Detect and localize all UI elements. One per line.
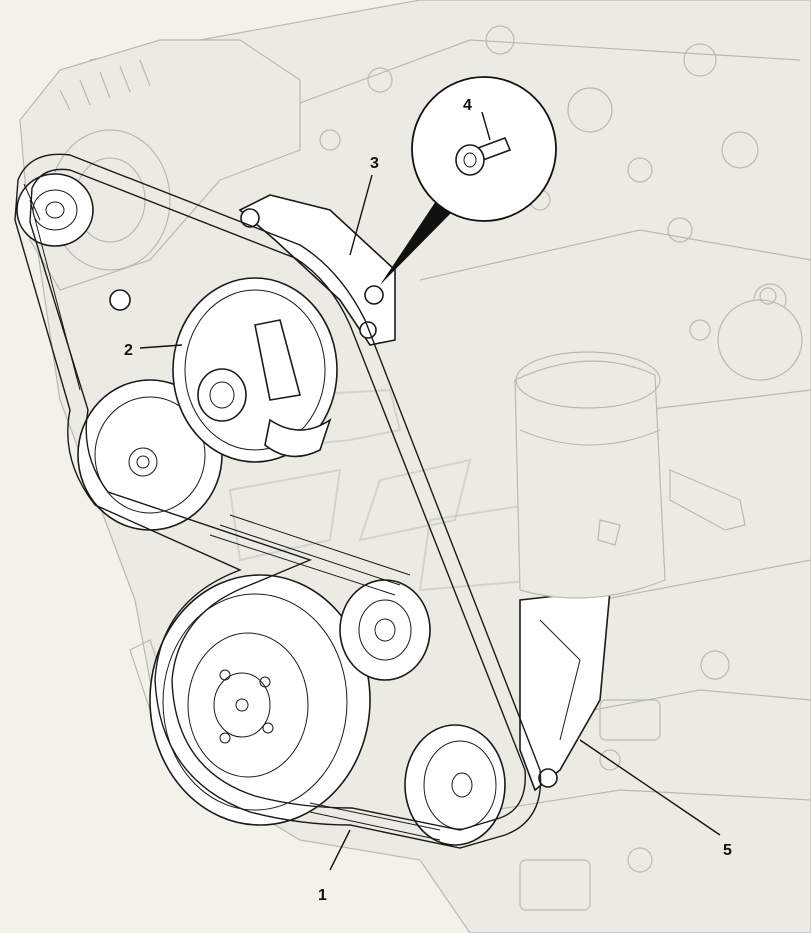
drive-belt	[14, 153, 542, 849]
alternator-body	[19, 39, 301, 291]
callout-label-2: 2	[124, 342, 133, 359]
alternator-mounting-bracket	[109, 194, 396, 346]
idler-pulley-lower	[404, 724, 506, 846]
leader-lines	[139, 174, 721, 871]
bolt-icon	[455, 136, 512, 176]
belt-tensioner	[172, 277, 338, 463]
callout-label-5: 5	[723, 842, 732, 859]
detail-magnifier-bubble	[380, 76, 557, 285]
callout-label-1: 1	[318, 887, 327, 904]
callout-label-3: 3	[370, 155, 379, 172]
filter-canister	[514, 351, 666, 599]
idler-pulley-upper	[339, 579, 431, 681]
crankshaft-pulley	[149, 574, 371, 826]
alternator-pulley	[16, 173, 94, 247]
callout-label-4: 4	[463, 97, 472, 114]
